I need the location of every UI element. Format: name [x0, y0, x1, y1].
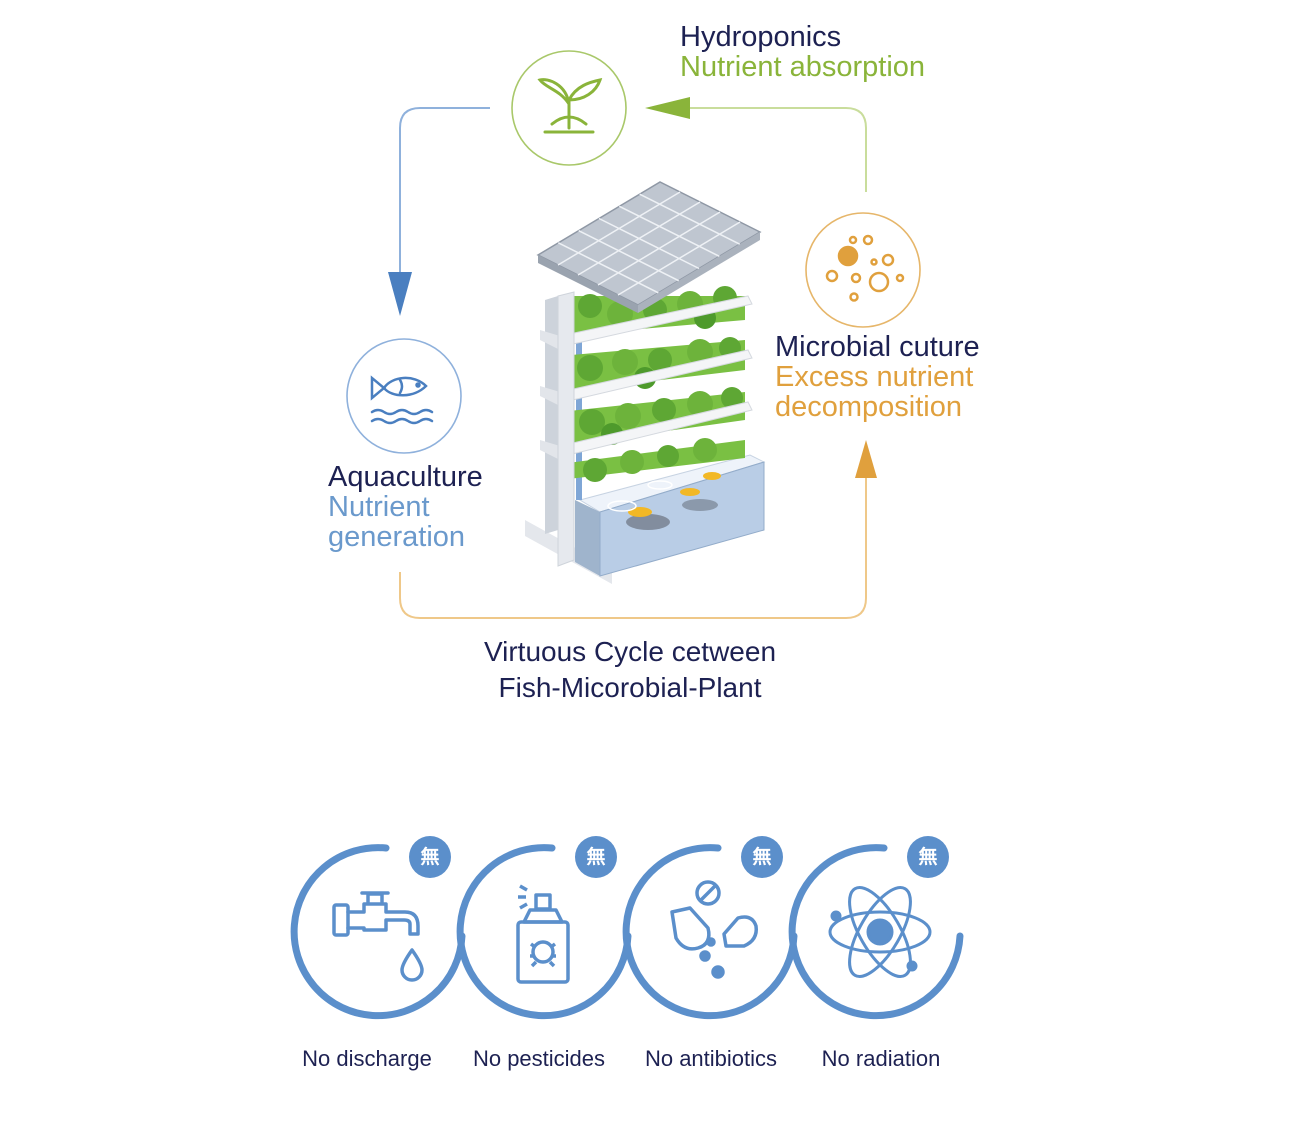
pills-icon [670, 880, 758, 979]
arrow-aquaculture-to-microbial [399, 476, 867, 619]
badge-label-no-radiation: No radiation [821, 1046, 941, 1071]
arrowhead-down [388, 272, 412, 316]
hydroponics-title: Hydroponics [680, 21, 842, 53]
microbial-title: Microbial cuture [775, 331, 980, 363]
plant-shelf-4 [560, 438, 745, 482]
badge-no-antibiotics [622, 836, 798, 1020]
aquaculture-subtitle-line-2: generation [328, 521, 466, 553]
fish-icon [370, 375, 434, 425]
arrow-microbial-to-hydroponics [690, 107, 867, 192]
arrowhead-up [855, 440, 877, 478]
bubbles-icon [825, 234, 905, 302]
hydroponics-subtitle: Nutrient absorption [680, 51, 926, 83]
badge-label-no-antibiotics: No antibiotics [644, 1046, 778, 1071]
badge-mark-2: 無 [586, 846, 606, 868]
badge-no-discharge [290, 836, 466, 1020]
plant-shelf-3 [540, 387, 753, 460]
caption-line-2: Fish-Micorobial-Plant [498, 672, 762, 703]
aquaculture-subtitle-line-1: Nutrient [328, 491, 430, 523]
arrowhead-left [645, 97, 690, 119]
arrow-hydroponics-to-aquaculture [399, 107, 490, 278]
aquaculture-title: Aquaculture [328, 461, 483, 493]
spray-bottle-icon [516, 884, 570, 984]
vertical-farm-illustration [525, 181, 766, 584]
atom-icon [828, 886, 932, 978]
microbial-subtitle-line-1: Excess nutrient [775, 361, 974, 393]
solar-panel [536, 181, 762, 313]
aquaculture-node [346, 338, 462, 454]
microbial-subtitle-line-2: decomposition [775, 391, 962, 423]
badge-label-no-pesticides: No pesticides [472, 1046, 606, 1071]
badge-no-pesticides [456, 836, 632, 1020]
plant-shelf-1 [540, 286, 753, 350]
caption-line-1: Virtuous Cycle cetween [483, 636, 777, 667]
plant-shelf-2 [540, 337, 753, 406]
badge-mark-3: 無 [752, 846, 772, 868]
badge-label-no-discharge: No discharge [302, 1046, 432, 1071]
badge-no-radiation [788, 836, 964, 1020]
microbial-node [805, 212, 921, 328]
badge-mark-4: 無 [918, 846, 938, 868]
cycle-arrows [388, 97, 877, 619]
faucet-icon [332, 891, 424, 982]
hydroponics-node [511, 50, 627, 166]
sprout-icon [537, 78, 603, 134]
badge-mark-1: 無 [420, 846, 440, 868]
